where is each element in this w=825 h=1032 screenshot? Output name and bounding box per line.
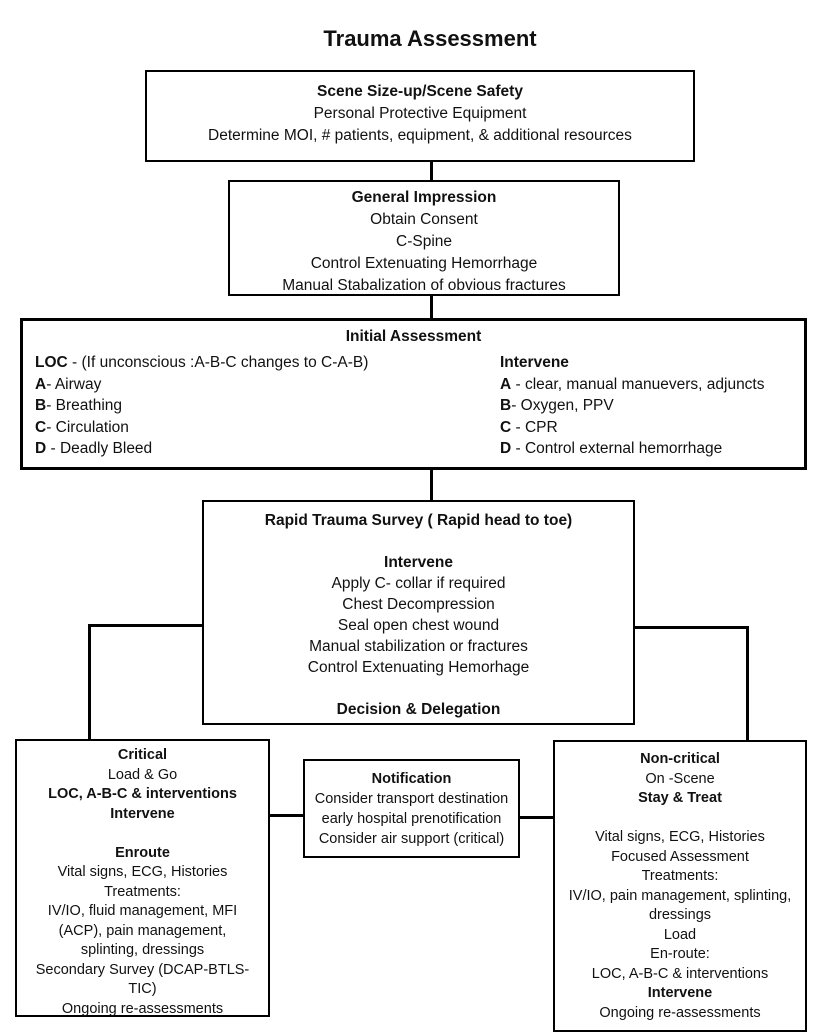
non-critical-box-title: Non-critical [640, 751, 720, 767]
abcd-label: D [500, 440, 512, 457]
connector-initial-to-rapid [430, 468, 433, 502]
abcd-label: C [35, 418, 47, 436]
decision-delegation-label: Decision & Delegation [336, 701, 501, 718]
abcd-text: - CPR [511, 418, 558, 436]
scene-box-line: Personal Protective Equipment [313, 105, 527, 122]
general-impression-box: General Impression Obtain Consent C-Spin… [228, 180, 620, 296]
critical-box: Critical Load & Go LOC, A-B-C & interven… [15, 739, 270, 1017]
non-critical-box-line: Focused Assessment [611, 848, 749, 865]
intervene-line-hemorrhage: D - Control external hemorrhage [500, 438, 804, 460]
abcd-text: - clear, manual manuevers, adjuncts [511, 375, 765, 393]
abcd-text: - Circulation [46, 418, 129, 436]
non-critical-box: Non-critical On -Scene Stay & Treat Vita… [553, 740, 807, 1032]
intervene-line-airway: A - clear, manual manuevers, adjuncts [500, 374, 804, 396]
critical-box-line: IV/IO, fluid management, MFI [47, 903, 238, 919]
abcd-line-airway: A- Airway [35, 374, 500, 396]
general-box-line: Manual Stabalization of obvious fracture… [282, 277, 566, 294]
enroute-header: Enroute [115, 844, 170, 861]
rapid-box-title: Rapid Trauma Survey ( Rapid head to toe) [264, 512, 573, 529]
initial-box-left-column: LOC - (If unconscious :A-B-C changes to … [35, 352, 500, 460]
connector-critical-to-notification [269, 814, 304, 817]
connector-general-to-initial [430, 294, 433, 320]
non-critical-box-line: Treatments: [641, 868, 719, 884]
loc-text: - (If unconscious :A-B-C changes to C-A-… [67, 354, 369, 371]
critical-box-line: (ACP), pain management, [58, 922, 227, 939]
general-box-line: Obtain Consent [370, 211, 478, 228]
initial-assessment-box: Initial Assessment LOC - (If unconscious… [20, 318, 807, 470]
rapid-intervene-header: Intervene [384, 554, 453, 571]
general-box-title: General Impression [351, 189, 497, 206]
non-critical-box-line: Vital signs, ECG, Histories [595, 829, 765, 845]
scene-size-up-box: Scene Size-up/Scene Safety Personal Prot… [145, 70, 695, 162]
loc-line: LOC - (If unconscious :A-B-C changes to … [35, 352, 500, 374]
rapid-box-line: Seal open chest wound [337, 617, 500, 634]
abcd-label: C [500, 418, 512, 436]
abcd-line-deadly-bleed: D - Deadly Bleed [35, 438, 500, 460]
critical-box-line: Secondary Survey (DCAP-BTLS- [35, 961, 250, 978]
critical-box-line: Ongoing re-assessments [61, 1000, 224, 1017]
non-critical-box-line: En-route: [650, 946, 710, 962]
initial-box-right-column: Intervene A - clear, manual manuevers, a… [500, 352, 804, 460]
critical-box-line: TIC) [128, 981, 157, 997]
rapid-box-line: Manual stabilization or fractures [309, 638, 528, 655]
notification-box-line: Consider transport destination [314, 791, 509, 807]
notification-box: Notification Consider transport destinat… [303, 759, 520, 858]
abcd-label: A [35, 375, 47, 393]
intervene-line-breathing: B- Oxygen, PPV [500, 395, 804, 417]
critical-box-title: Critical [117, 747, 168, 763]
rapid-trauma-survey-box: Rapid Trauma Survey ( Rapid head to toe)… [202, 500, 635, 725]
non-critical-box-line: Ongoing re-assessments [599, 1004, 761, 1021]
initial-box-columns: LOC - (If unconscious :A-B-C changes to … [23, 352, 804, 460]
critical-box-line: splinting, dressings [80, 942, 205, 958]
intervene-line-cpr: C - CPR [500, 417, 804, 439]
page-title: Trauma Assessment [323, 26, 537, 51]
abcd-text: - Control external hemorrhage [511, 440, 723, 457]
abcd-text: - Deadly Bleed [46, 440, 153, 457]
rapid-box-line: Chest Decompression [342, 596, 495, 613]
abcd-label: D [35, 440, 47, 457]
connector-rapid-to-critical-horizontal [88, 624, 204, 627]
critical-box-line: Treatments: [104, 883, 181, 900]
abcd-label: A [500, 375, 512, 393]
critical-box-line: Intervene [110, 805, 175, 822]
critical-box-line: LOC, A-B-C & interventions [48, 786, 237, 802]
non-critical-intervene-label: Intervene [647, 985, 713, 1001]
notification-box-line: Consider air support (critical) [318, 831, 505, 847]
connector-notification-to-non-critical [519, 816, 554, 819]
notification-box-line: early hospital prenotification [321, 811, 502, 827]
general-box-line: Control Extenuating Hemorrhage [310, 255, 538, 272]
abcd-text: - Airway [46, 375, 102, 393]
abcd-label: B [35, 397, 47, 414]
connector-rapid-to-non-critical-vertical [746, 626, 749, 741]
connector-rapid-to-critical-vertical [88, 624, 91, 740]
abcd-line-circulation: C- Circulation [35, 417, 500, 439]
abcd-text: - Breathing [46, 397, 123, 414]
scene-box-title: Scene Size-up/Scene Safety [317, 83, 523, 100]
loc-label: LOC [35, 354, 68, 371]
scene-box-line: Determine MOI, # patients, equipment, & … [208, 127, 632, 144]
non-critical-box-line: On -Scene [645, 770, 715, 787]
rapid-box-line: Control Extenuating Hemorhage [307, 659, 530, 676]
notification-box-title: Notification [371, 771, 452, 787]
abcd-text: - Oxygen, PPV [511, 397, 614, 414]
connector-scene-to-general [430, 161, 433, 181]
initial-box-title: Initial Assessment [345, 328, 482, 345]
non-critical-box-line: IV/IO, pain management, splinting, [568, 887, 792, 904]
non-critical-box-line: LOC, A-B-C & interventions [591, 965, 769, 982]
abcd-label: B [500, 397, 512, 414]
connector-rapid-to-non-critical-horizontal [634, 626, 749, 629]
rapid-box-line: Apply C- collar if required [331, 575, 506, 592]
general-box-line: C-Spine [396, 233, 452, 250]
stay-and-treat-label: Stay & Treat [638, 790, 722, 806]
critical-box-line: Vital signs, ECG, Histories [57, 864, 228, 880]
intervene-header: Intervene [500, 354, 569, 371]
abcd-line-breathing: B- Breathing [35, 395, 500, 417]
non-critical-box-line: Load [663, 926, 697, 943]
non-critical-box-line: dressings [648, 907, 712, 923]
critical-box-line: Load & Go [107, 766, 178, 783]
